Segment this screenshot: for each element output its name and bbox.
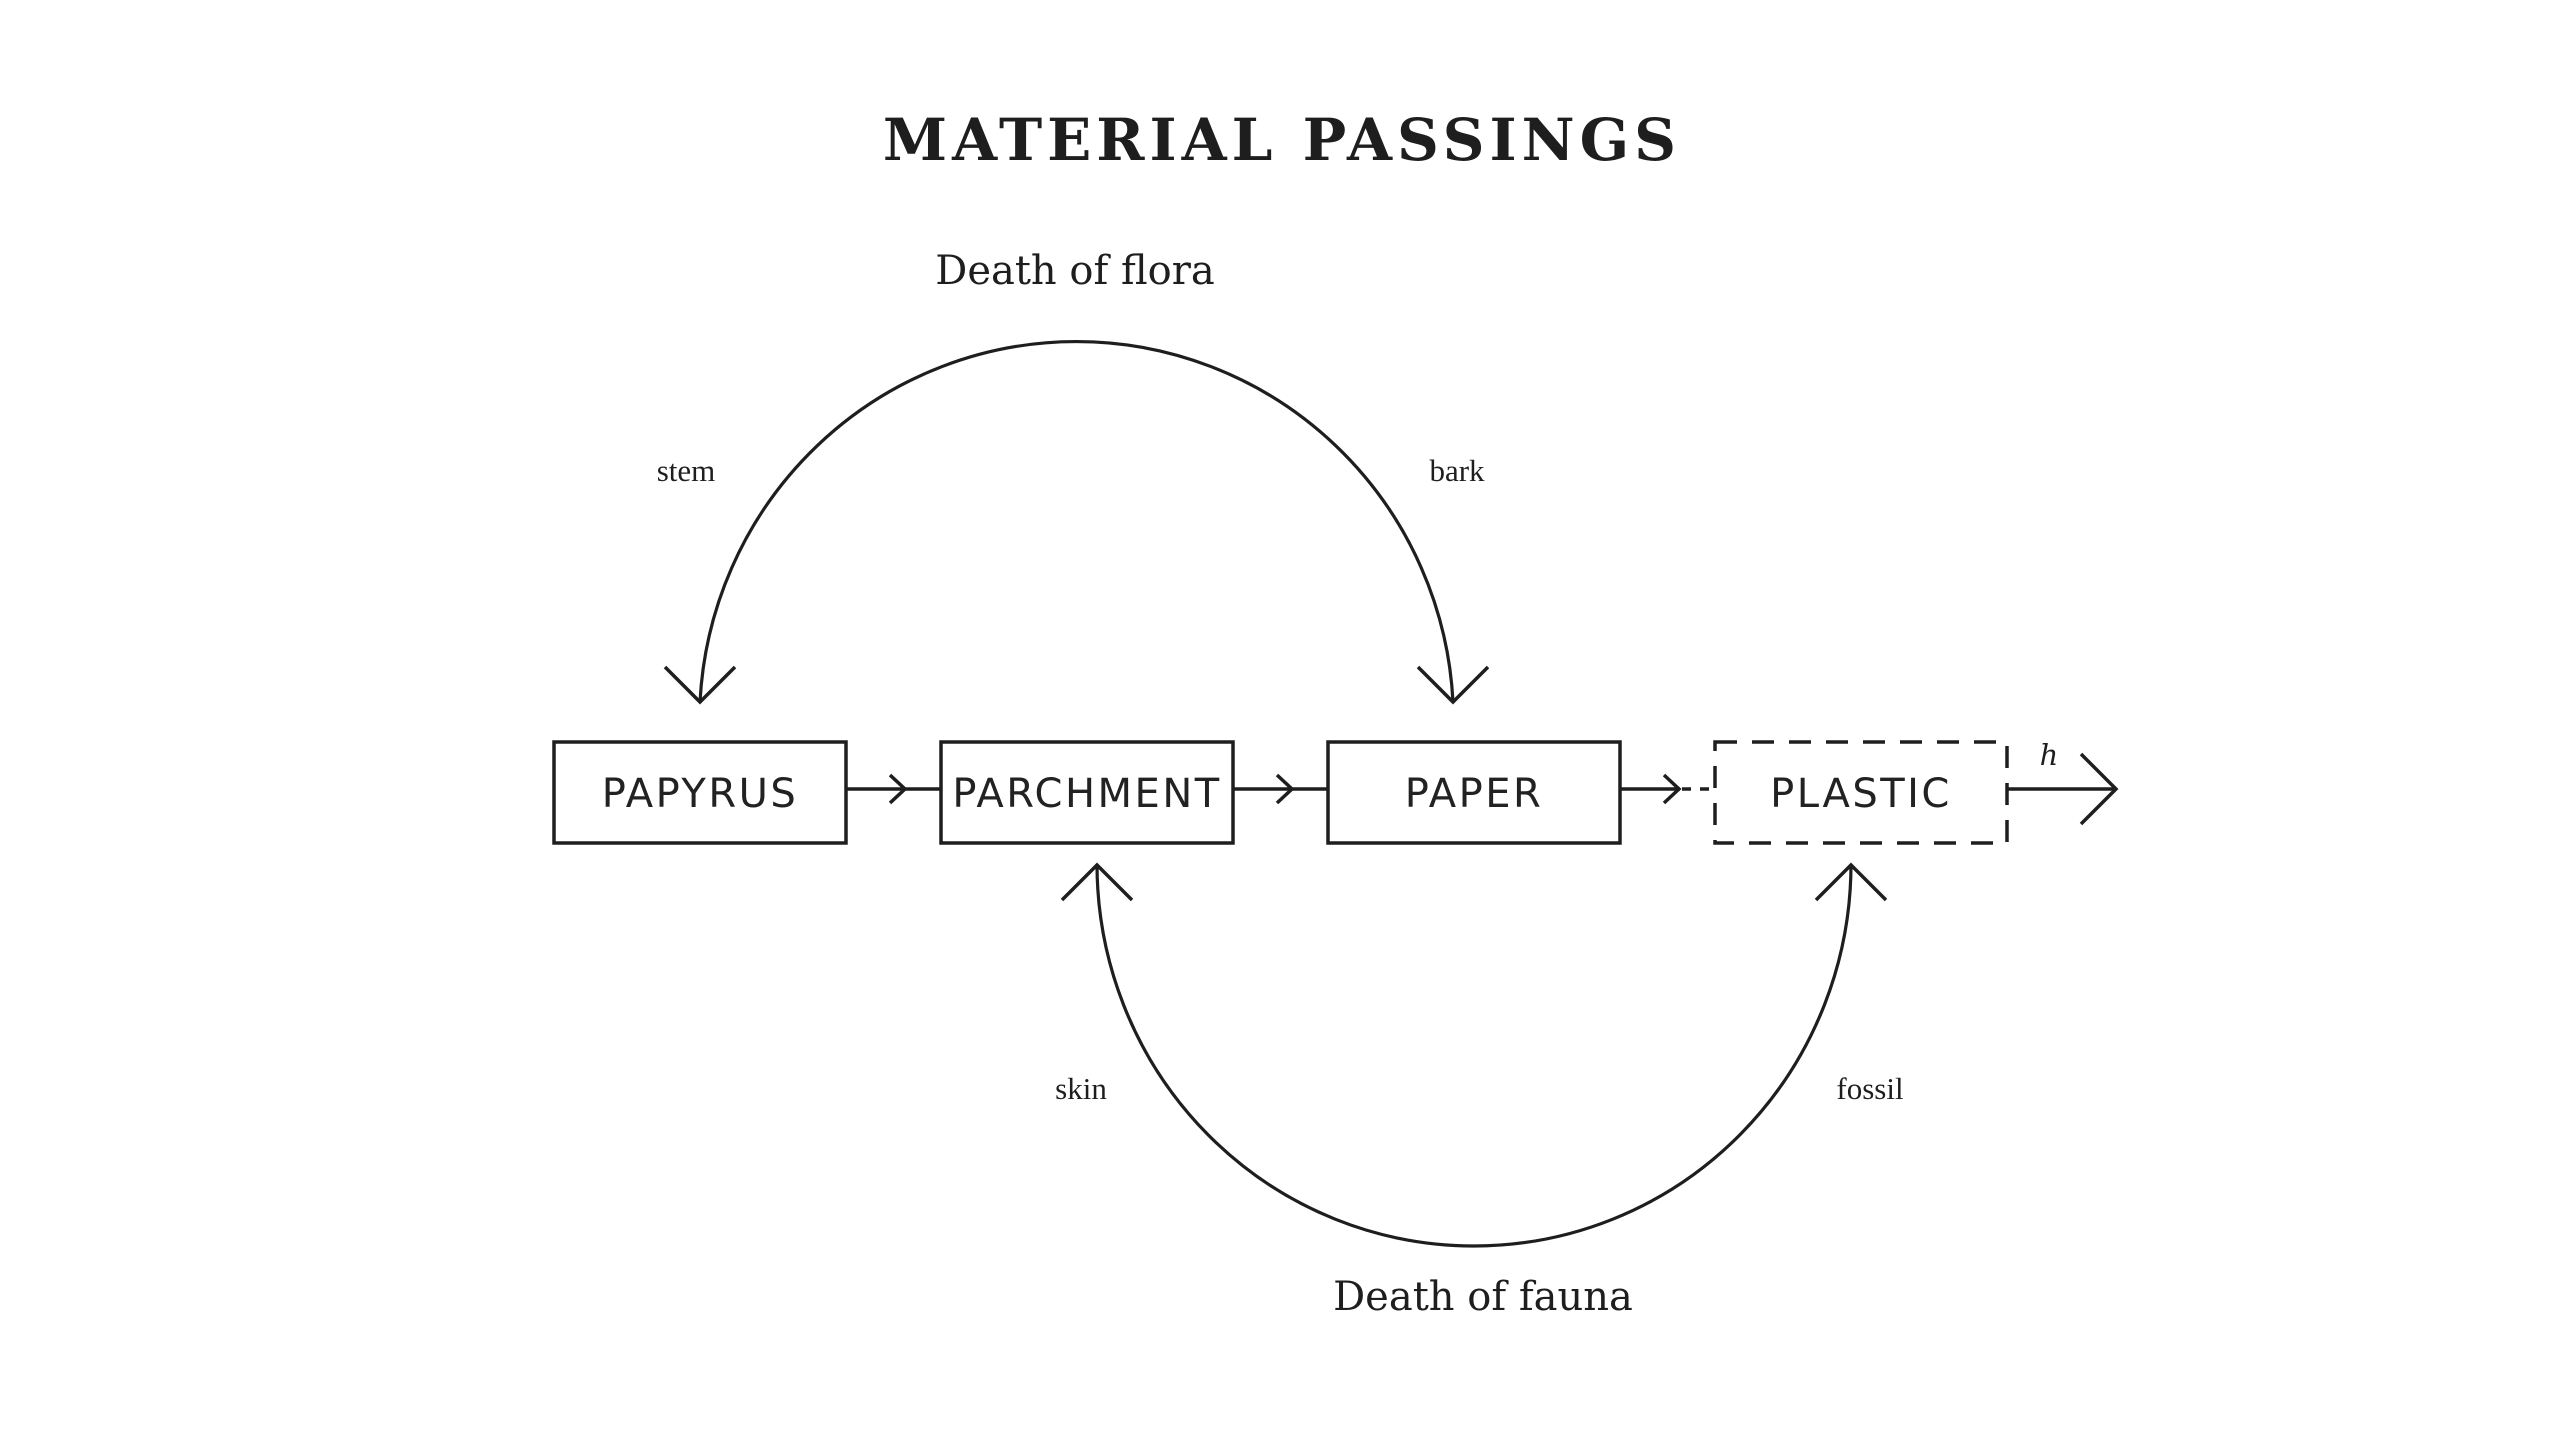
bark-label: bark: [1429, 453, 1485, 488]
h-label: h: [2040, 738, 2059, 772]
fossil-label: fossil: [1836, 1071, 1903, 1106]
parchment-arrowhead-up-icon: [1060, 862, 1134, 902]
edge-parchment-paper: [1233, 773, 1328, 805]
flora-arc-title: Death of flora: [935, 248, 1214, 294]
fauna-arc: [1095, 863, 1853, 1248]
connector-arrowhead-icon: [888, 773, 908, 805]
node-parchment: PARCHMENT: [939, 740, 1235, 845]
flora-arc: [698, 339, 1455, 703]
skin-label: skin: [1055, 1071, 1107, 1106]
plastic-arrowhead-up-icon: [1814, 862, 1888, 902]
fauna-arc-title: Death of fauna: [1333, 1274, 1633, 1320]
papyrus-label: PAPYRUS: [602, 771, 799, 817]
papyrus-arrowhead-down-icon: [663, 665, 737, 705]
plastic-box-dashed: [1713, 740, 2009, 845]
node-paper: PAPER: [1326, 740, 1622, 845]
paper-label: PAPER: [1405, 771, 1544, 817]
connector-arrowhead-icon: [1662, 773, 1682, 805]
paper-box: [1326, 740, 1622, 845]
papyrus-box: [552, 740, 848, 845]
node-plastic: PLASTIC: [1713, 740, 2009, 845]
plastic-label: PLASTIC: [1770, 771, 1952, 817]
paper-arrowhead-down-icon: [1416, 665, 1490, 705]
diagram-title: MATERIAL PASSINGS: [883, 106, 1681, 174]
edge-papyrus-parchment: [846, 773, 941, 805]
connector-arrowhead-icon: [1275, 773, 1295, 805]
edge-paper-plastic: [1620, 773, 1715, 805]
node-papyrus: PAPYRUS: [552, 740, 848, 845]
parchment-label: PARCHMENT: [952, 771, 1221, 817]
continuation-arrow: h: [2007, 738, 2119, 826]
stem-label: stem: [657, 453, 716, 488]
arrow-right-icon: [2079, 752, 2119, 826]
parchment-box: [939, 740, 1235, 845]
